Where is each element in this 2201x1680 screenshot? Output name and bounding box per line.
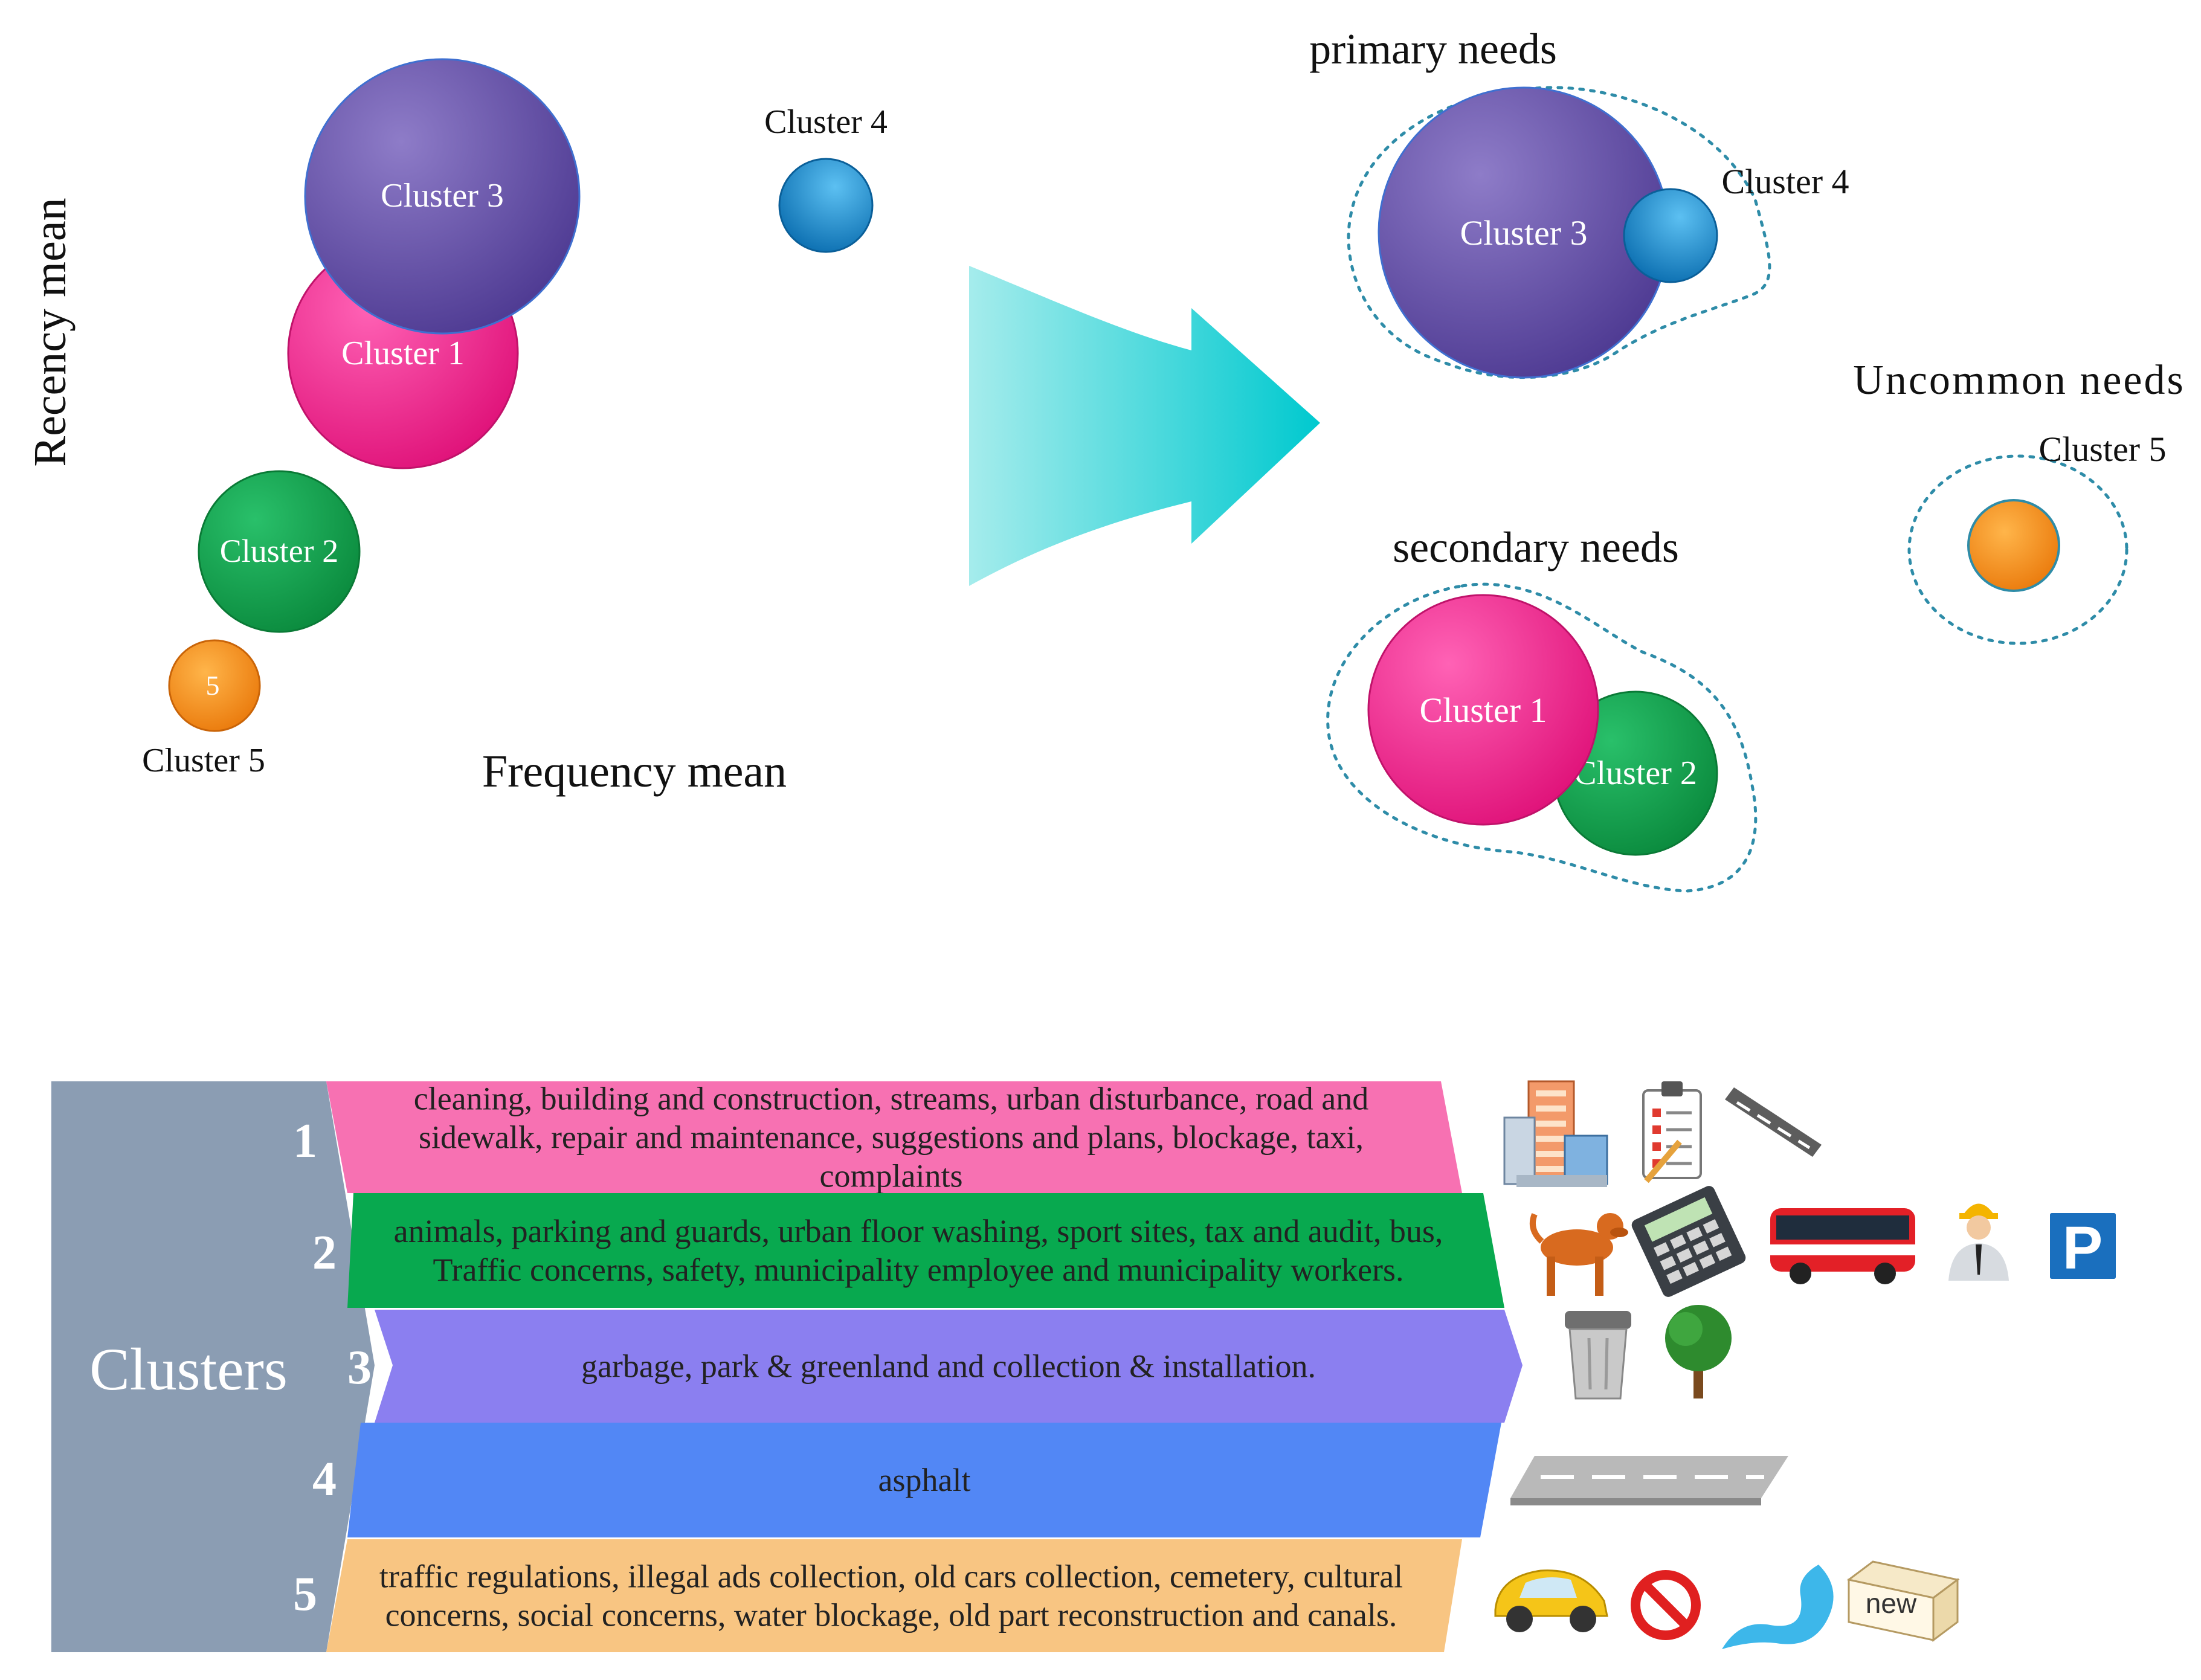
cluster-3-label: Cluster 3 (381, 177, 504, 214)
new-box-label: new (1866, 1588, 1917, 1619)
new-box-icon: new (1846, 1560, 1960, 1642)
checklist-icon (1642, 1081, 1702, 1183)
cluster-row-3: 3 garbage, park & greenland and collectio… (347, 1310, 1523, 1423)
tree-icon (1665, 1305, 1732, 1398)
primary-needs-title: primary needs (1309, 25, 1557, 73)
cluster-row-number: 5 (293, 1568, 317, 1621)
clusters-table-title: Clusters (89, 1336, 288, 1403)
x-axis-label: Frequency mean (482, 746, 787, 797)
cluster-row-5: 5 traffic regulations, illegal ads collec… (293, 1539, 1462, 1652)
cluster-row-text-line: sidewalk, repair and maintenance, sugges… (419, 1119, 1364, 1156)
dog-icon (1530, 1213, 1628, 1296)
clusters-table: Clusters 1 cleaning, building and constru… (51, 1080, 2119, 1652)
uncommon-needs-title: Uncommon needs (1853, 357, 2185, 404)
cluster-5-label: Cluster 5 (142, 742, 265, 779)
car-icon (1494, 1569, 1608, 1632)
cluster-4-bubble (778, 158, 874, 253)
y-axis-label: Recency mean (25, 198, 76, 466)
uncommon-needs-group: Uncommon needs Cluster 5 (1853, 357, 2185, 645)
cluster-row-number: 4 (312, 1453, 337, 1506)
buildings-icon (1503, 1080, 1608, 1187)
svg-text:P: P (2063, 1214, 2103, 1282)
worker-icon (1948, 1203, 2009, 1281)
clusters-table-panel (51, 1081, 375, 1652)
cluster-row-text-line: animals, parking and guards, urban floor… (394, 1213, 1443, 1249)
cluster-row-text-line: traffic regulations, illegal ads collect… (379, 1559, 1403, 1595)
bus-icon (1770, 1208, 1915, 1284)
cluster-row-1: 1 cleaning, building and construction, st… (293, 1081, 1462, 1194)
secondary-cluster-1-bubble (1367, 594, 1599, 826)
cluster-row-number: 2 (312, 1226, 337, 1279)
cluster-row-band (326, 1539, 1462, 1652)
no-entry-icon (1631, 1570, 1701, 1640)
secondary-needs-group: secondary needs Cluster 2 Cluster 1 (1326, 523, 1758, 893)
cluster-row-text-line: complaints (820, 1158, 963, 1194)
scatter-panel: Recency mean Frequency mean Cluster 1 Cl… (25, 58, 888, 797)
cluster-2-bubble (198, 470, 361, 633)
transition-arrow (969, 266, 1320, 586)
cluster-row-band (375, 1310, 1523, 1423)
primary-needs-group: primary needs Cluster 3 Cluster 4 (1309, 25, 1849, 379)
road-icon (1510, 1456, 1788, 1505)
cluster-row-number: 1 (293, 1115, 317, 1168)
cluster-1-label: Cluster 1 (341, 335, 465, 372)
water-icon (1722, 1565, 1834, 1649)
parking-sign-icon: P (2046, 1209, 2119, 1283)
cluster-row-text-line: cleaning, building and construction, str… (414, 1081, 1369, 1117)
secondary-needs-title: secondary needs (1393, 523, 1679, 571)
cluster-row-text-line: concerns, social concerns, water blockag… (385, 1597, 1397, 1633)
cluster-row-text-line: garbage, park & greenland and collection… (581, 1348, 1316, 1385)
uncommon-cluster-5-bubble (1967, 499, 2060, 592)
secondary-cluster-2-label: Cluster 2 (1574, 755, 1697, 792)
cluster-row-band (347, 1193, 1504, 1308)
cluster-5-bubble (168, 639, 261, 732)
cluster-row-text-line: asphalt (878, 1462, 971, 1498)
cluster-row-text-line: Traffic concerns, safety, municipality e… (433, 1252, 1403, 1288)
secondary-cluster-1-label: Cluster 1 (1419, 690, 1547, 730)
primary-cluster-4-bubble (1623, 188, 1718, 283)
uncommon-needs-boundary (1907, 454, 2128, 645)
primary-needs-boundary (1347, 86, 1771, 379)
cluster-5-short-label: 5 (206, 670, 220, 701)
cluster-row-number: 3 (347, 1341, 372, 1394)
cluster-row-4: 4 asphalt (312, 1423, 1501, 1537)
cluster-row-2: 2 animals, parking and guards, urban floo… (312, 1193, 1504, 1308)
uncommon-cluster-5-label: Cluster 5 (2038, 430, 2166, 469)
secondary-needs-boundary (1326, 582, 1758, 893)
cluster-4-label: Cluster 4 (764, 103, 888, 141)
cluster-2-label: Cluster 2 (220, 533, 339, 569)
primary-cluster-4-label: Cluster 4 (1721, 162, 1849, 201)
primary-cluster-3-label: Cluster 3 (1460, 213, 1587, 253)
cluster-row-band (326, 1081, 1462, 1193)
calculator-icon (1631, 1186, 1746, 1297)
cluster-row-band (347, 1423, 1501, 1537)
cluster-3-bubble (304, 58, 581, 335)
trash-bin-icon (1565, 1311, 1631, 1400)
road-barrier-icon (1725, 1087, 1822, 1157)
